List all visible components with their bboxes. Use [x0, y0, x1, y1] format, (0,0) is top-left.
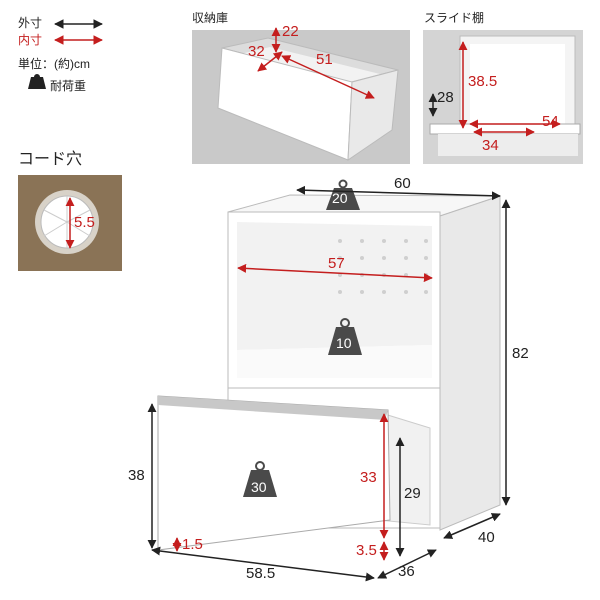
bottom-gap-label: 3.5: [356, 542, 377, 559]
inner-drawer-height-label: 33: [360, 469, 377, 486]
slide-clearance-label: 28: [437, 89, 454, 106]
drawer-depth-label: 36: [398, 563, 415, 580]
overall-height-label: 82: [512, 345, 529, 362]
outer-dimension-label: 外寸: [18, 16, 43, 30]
storage-height-label: 22: [282, 23, 299, 40]
inner-dimension-label: 内寸: [18, 33, 43, 47]
cord-hole-diameter-label: 5.5: [74, 214, 95, 231]
top-load-label: 20: [332, 190, 348, 206]
main-cabinet-illustration: [157, 194, 501, 551]
slide-shelf-title: スライド棚: [424, 11, 485, 25]
inner-width-arrow: [237, 263, 433, 283]
storage-title: 収納庫: [192, 11, 229, 25]
drawer-width-label: 58.5: [246, 565, 276, 582]
rear-height-label: 29: [404, 485, 421, 502]
unit-label: 単位：(約)cm: [18, 57, 90, 71]
top-width-arrow: [296, 185, 501, 201]
storage-width-arrow: [281, 55, 375, 99]
slide-height-label: 38.5: [468, 73, 498, 90]
slide-depth-label: 34: [482, 137, 499, 154]
side-depth-arrow: [443, 513, 501, 539]
weight-icon: [28, 74, 46, 89]
load-capacity-label: 耐荷重: [50, 79, 87, 93]
shelf-load-weight-icon: [328, 318, 362, 355]
drawer-depth-arrow: [377, 549, 437, 579]
storage-width-label: 51: [316, 51, 333, 68]
storage-depth-arrow: [257, 51, 283, 72]
drawer-width-arrow: [151, 546, 375, 582]
drawer-load-label: 30: [251, 479, 267, 495]
storage-depth-label: 32: [248, 43, 265, 60]
drawer-height-label: 38: [128, 467, 145, 484]
cord-hole-title: コード穴: [18, 151, 83, 168]
shelf-load-label: 10: [336, 335, 352, 351]
slide-width-label: 54: [542, 113, 559, 130]
drawer-load-weight-icon: [243, 461, 277, 497]
top-width-label: 60: [394, 175, 411, 192]
side-depth-label: 40: [478, 529, 495, 546]
inner-width-label: 57: [328, 255, 345, 272]
front-gap-label: 1.5: [182, 536, 203, 553]
